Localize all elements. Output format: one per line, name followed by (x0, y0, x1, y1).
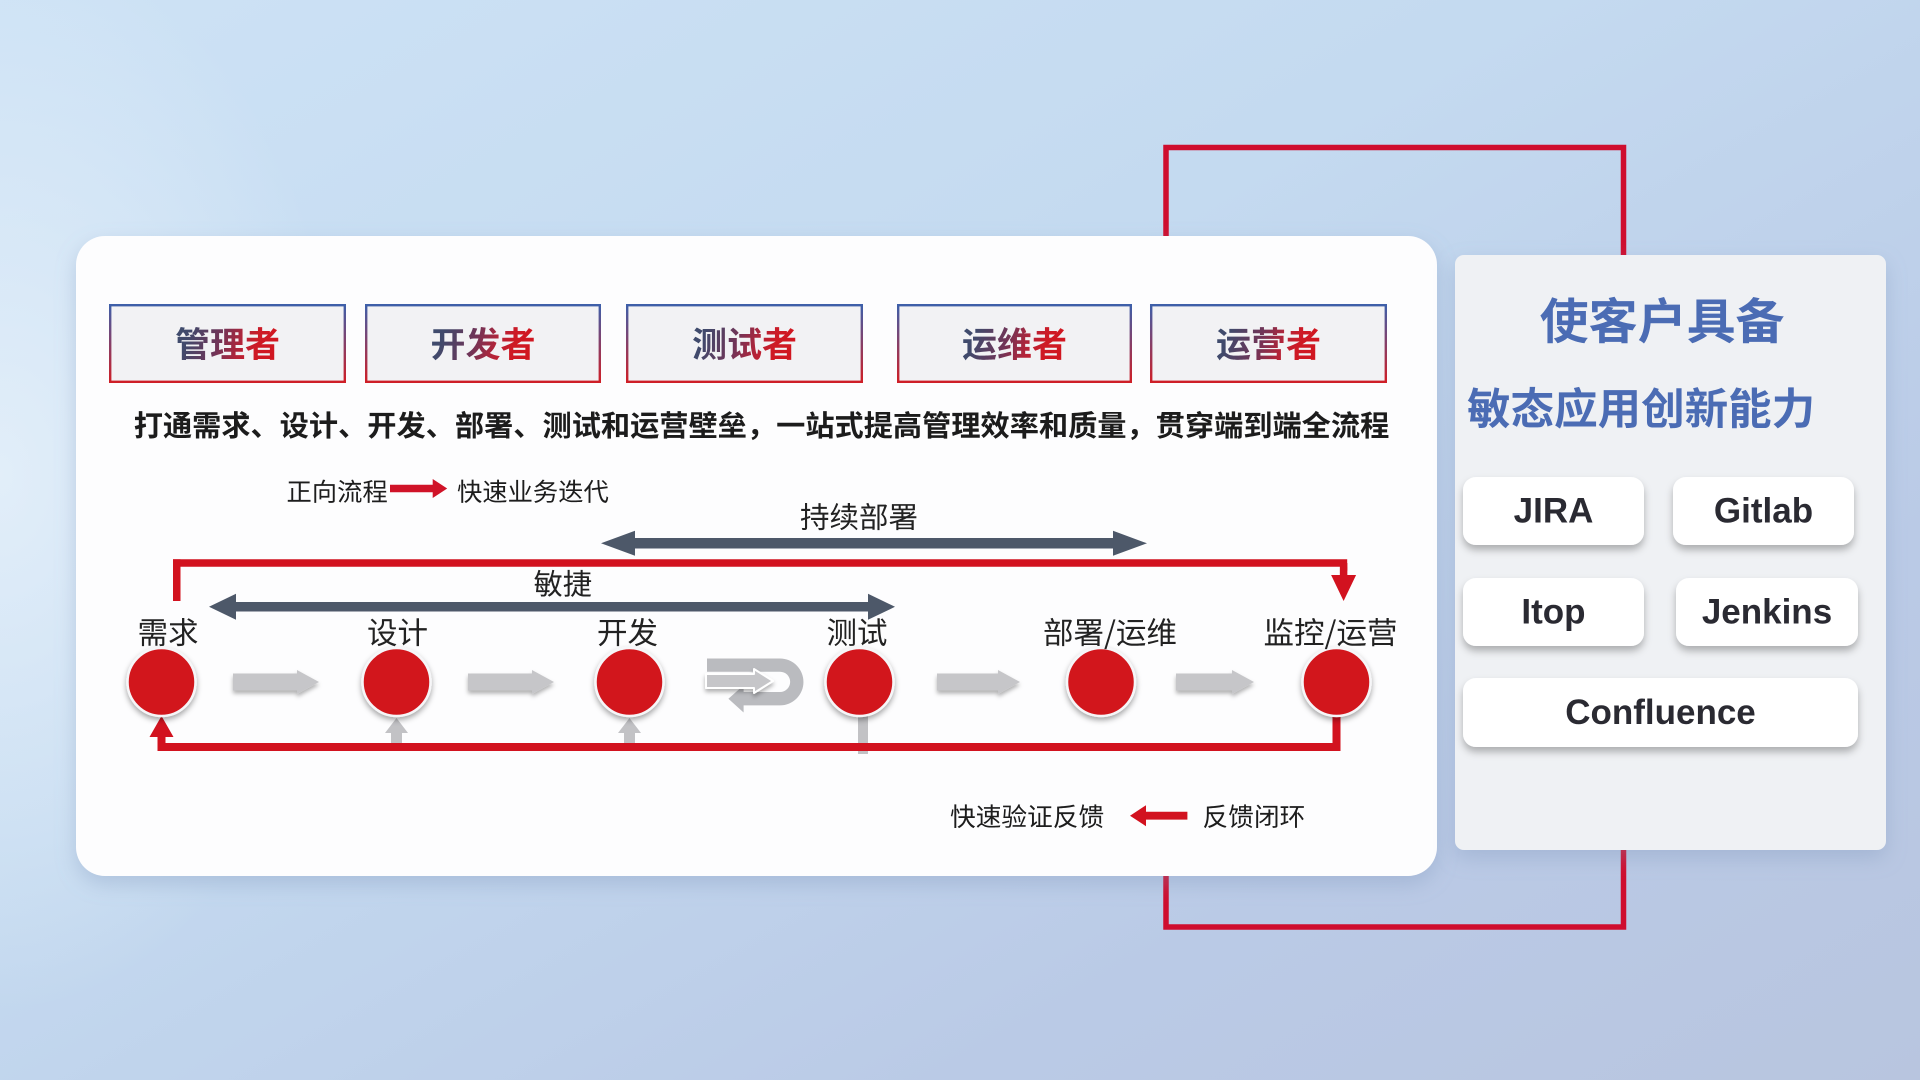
svg-text:JIRA: JIRA (1514, 492, 1594, 531)
svg-text:Jenkins: Jenkins (1702, 593, 1832, 632)
svg-text:Gitlab: Gitlab (1714, 492, 1813, 531)
svg-text:Itop: Itop (1521, 593, 1585, 632)
svg-text:Confluence: Confluence (1565, 693, 1756, 732)
